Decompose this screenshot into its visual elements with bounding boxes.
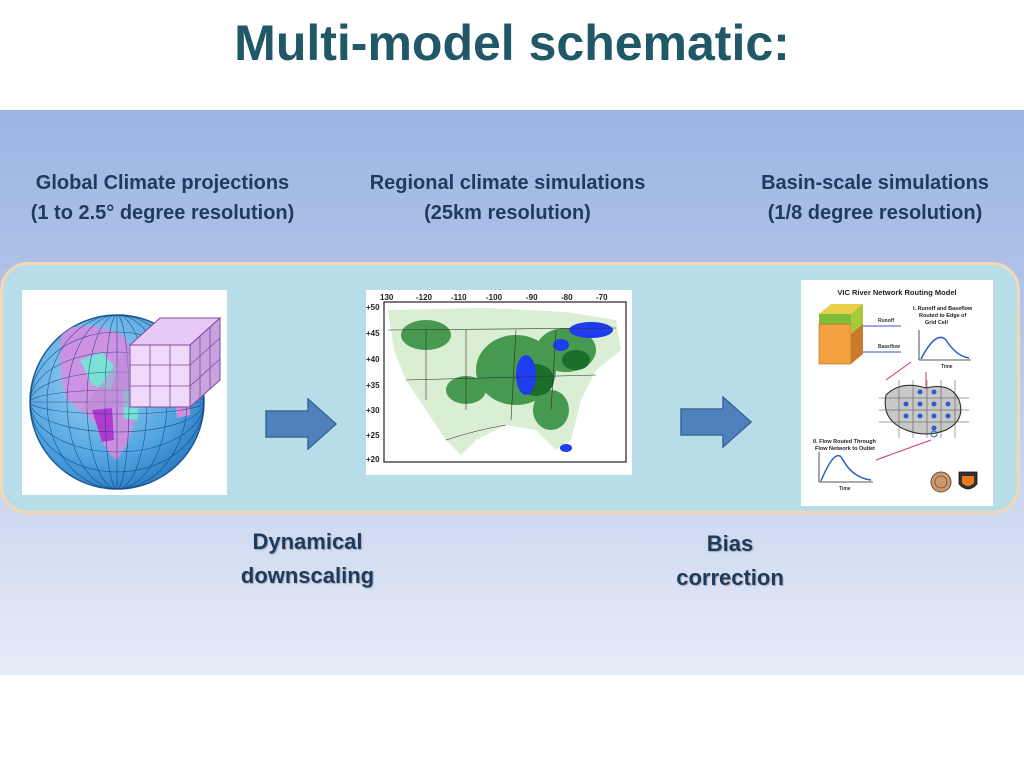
dynamical-downscaling-line1: Dynamical (252, 529, 363, 554)
global-model-globe-image (22, 290, 227, 495)
lat-tick-label: +40 (366, 355, 380, 364)
lon-tick-label: -80 (561, 293, 573, 302)
lon-tick-label: -110 (451, 293, 467, 302)
regional-climate-label-line2: (25km resolution) (424, 202, 591, 224)
time-label-2: Time (839, 486, 851, 492)
time-label: Time (941, 364, 953, 370)
lon-tick-label: -120 (416, 293, 433, 302)
regional-climate-label: Regional climate simulations (25km resol… (340, 168, 675, 228)
lat-tick-label: +20 (366, 455, 380, 464)
bias-correction-line1: Bias (706, 531, 754, 556)
lat-tick-label: +25 (366, 431, 380, 440)
lon-tick-label: -100 (486, 293, 503, 302)
university-seal-icon (930, 471, 952, 493)
basin-scale-label: Basin-scale simulations (1/8 degree reso… (735, 168, 1015, 228)
lat-tick-label: +30 (366, 406, 380, 415)
dynamical-downscaling-line2: downscaling (240, 563, 375, 588)
routing-step1-line2: Routed to Edge of (919, 313, 967, 319)
lat-tick-label: +50 (366, 303, 380, 312)
lat-tick-label: +35 (366, 381, 380, 390)
routing-step2-line1: II. Flow Routed Through (813, 439, 877, 445)
vic-routing-model-image: VIC River Network Routing Model I. Runof… (801, 280, 993, 506)
lat-tick-label: +45 (366, 329, 380, 338)
bias-correction-label: Bias correction (650, 527, 810, 595)
routing-step1-line3: Grid Cell (925, 320, 948, 326)
lon-tick-label: -90 (526, 293, 538, 302)
global-climate-label-line2: (1 to 2.5° degree resolution) (30, 202, 295, 224)
regional-climate-map-image: 130 -120 -110 -100 -90 -80 -70 +50 +45 +… (366, 290, 632, 475)
downscaling-arrow-icon (265, 398, 337, 450)
lon-tick-label: 130 (380, 293, 394, 302)
global-climate-label-line1: Global Climate projections (35, 172, 290, 194)
regional-climate-label-line1: Regional climate simulations (369, 172, 646, 194)
routing-title: VIC River Network Routing Model (837, 288, 956, 297)
lon-tick-label: -70 (596, 293, 608, 302)
routing-step2-line2: Flow Network to Outlet (815, 446, 875, 452)
bias-correction-line2: correction (676, 565, 784, 590)
bias-correction-arrow-icon (680, 396, 752, 448)
slide-title: Multi-model schematic: (234, 15, 790, 71)
runoff-label: Runoff (878, 318, 894, 324)
basin-scale-label-line1: Basin-scale simulations (761, 172, 989, 194)
basin-scale-label-line2: (1/8 degree resolution) (767, 202, 983, 224)
baseflow-label: Baseflow (878, 344, 900, 350)
global-climate-label: Global Climate projections (1 to 2.5° de… (0, 168, 325, 228)
dynamical-downscaling-label: Dynamical downscaling (220, 525, 395, 593)
routing-step1-line1: I. Runoff and Baseflow (913, 306, 973, 312)
